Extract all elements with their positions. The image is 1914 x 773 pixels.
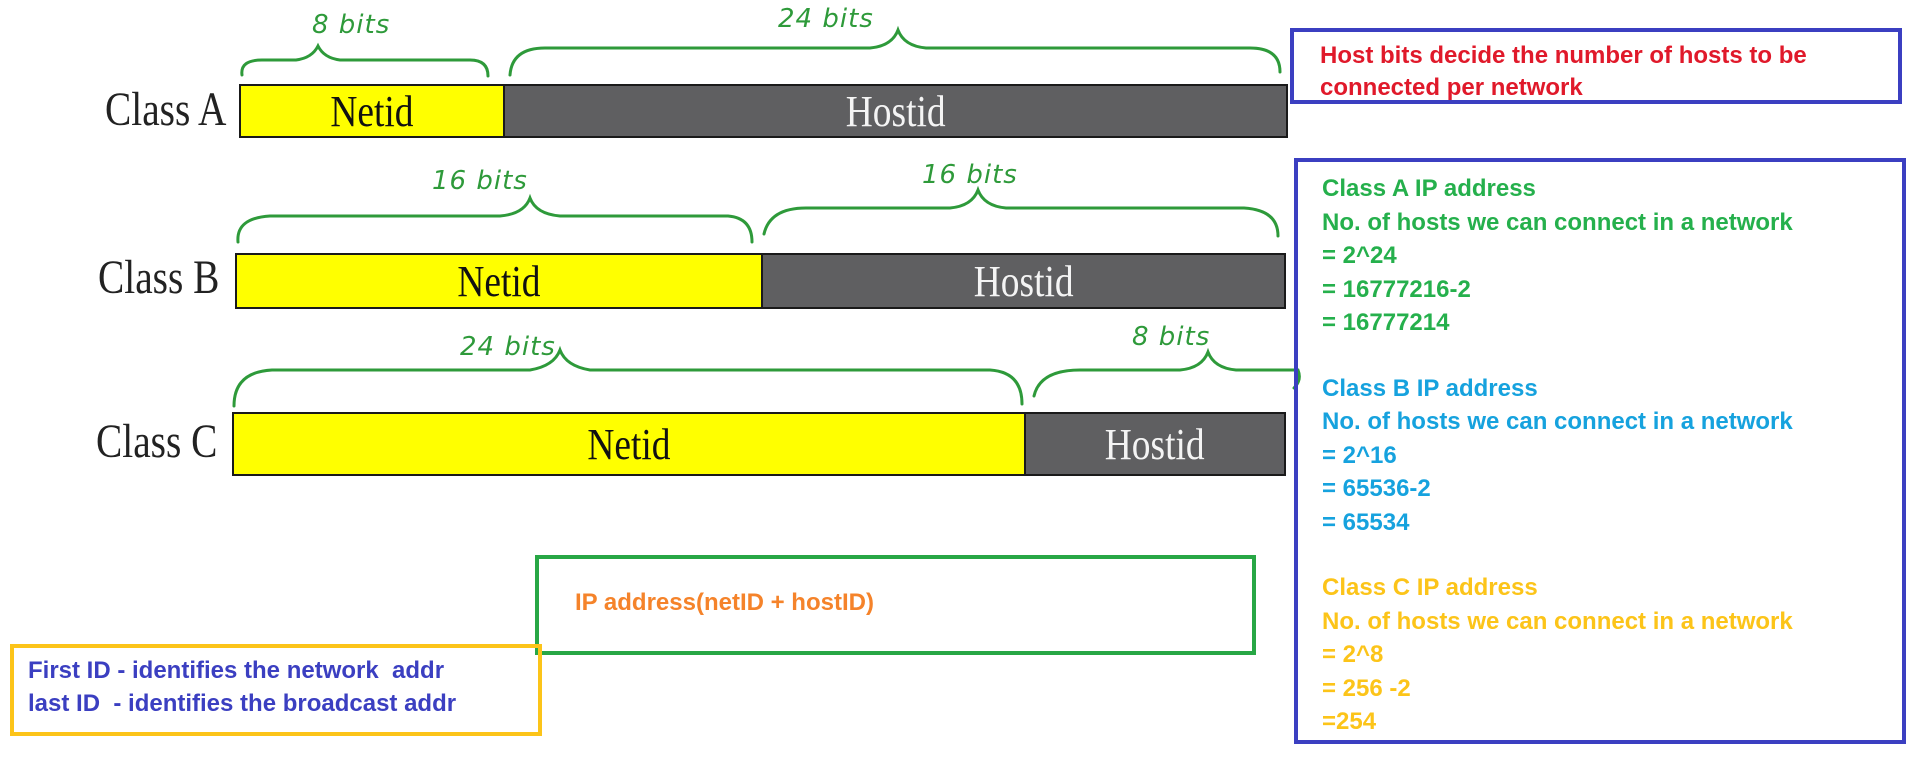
class-a-netid-segment: Netid: [241, 86, 505, 136]
class-c-netid-label: Netid: [587, 419, 671, 469]
host-count-box: Class A IP address No. of hosts we can c…: [1294, 158, 1906, 744]
count-title: Class A IP address: [1322, 175, 1536, 202]
host-bits-note: Host bits decide the number of hosts to …: [1290, 28, 1902, 104]
count-line: = 16777214: [1322, 309, 1450, 336]
class-b-netid-label: Netid: [457, 256, 541, 306]
class-c-host-bits: 8 bits: [1132, 322, 1211, 352]
class-a-netid-label: Netid: [330, 86, 414, 136]
id-notes-box: First ID - identifies the network addr l…: [10, 644, 542, 736]
class-a-hostid-label: Hostid: [845, 86, 946, 136]
class-b-hostid-segment: Hostid: [763, 255, 1284, 307]
brace-a-host: [508, 25, 1282, 77]
count-line: =254: [1322, 708, 1377, 735]
count-subtitle: No. of hosts we can connect in a network: [1322, 408, 1793, 435]
class-a-bar: Netid Hostid: [239, 84, 1288, 138]
class-a-hostid-segment: Hostid: [505, 86, 1286, 136]
brace-b-net: [236, 193, 754, 244]
class-b-hostid-label: Hostid: [973, 256, 1074, 306]
brace-b-host: [762, 185, 1280, 238]
count-line: = 65536-2: [1322, 475, 1431, 502]
class-c-bar: Netid Hostid: [232, 412, 1286, 476]
brace-a-net: [240, 42, 490, 78]
last-id-note: last ID - identifies the broadcast addr: [28, 690, 457, 717]
brace-c-net: [232, 345, 1024, 408]
class-a-label: Class A: [105, 83, 227, 136]
count-title: Class B IP address: [1322, 374, 1538, 402]
count-line: = 16777216-2: [1322, 275, 1471, 303]
class-a-net-bits: 8 bits: [312, 10, 391, 40]
class-b-net-bits: 16 bits: [432, 166, 528, 196]
class-b-label: Class B: [98, 251, 220, 304]
host-note-line: connected per network: [1320, 74, 1583, 101]
class-c-hostid-segment: Hostid: [1026, 414, 1284, 474]
count-title: Class C IP address: [1322, 574, 1538, 601]
class-b-host-bits: 16 bits: [922, 160, 1018, 190]
class-c-hostid-label: Hostid: [1105, 419, 1205, 469]
class-b-netid-segment: Netid: [237, 255, 763, 307]
class-c-count-group: Class C IP address No. of hosts we can c…: [1322, 571, 1902, 739]
count-line: = 2^16: [1322, 441, 1397, 469]
brace-c-host: [1032, 347, 1301, 398]
class-a-host-bits: 24 bits: [778, 4, 874, 34]
class-c-label: Class C: [96, 415, 218, 468]
count-line: = 65534: [1322, 508, 1410, 536]
count-subtitle: No. of hosts we can connect in a network: [1322, 208, 1793, 236]
host-note-line: Host bits decide the number of hosts to …: [1320, 42, 1807, 69]
ip-formula-box: IP address(netID + hostID): [535, 555, 1256, 655]
count-line: = 256 -2: [1322, 674, 1411, 702]
ip-formula-text: IP address(netID + hostID): [575, 589, 874, 616]
class-b-bar: Netid Hostid: [235, 253, 1286, 309]
first-id-note: First ID - identifies the network addr: [28, 657, 445, 684]
class-c-netid-segment: Netid: [234, 414, 1026, 474]
count-subtitle: No. of hosts we can connect in a network: [1322, 607, 1793, 635]
class-b-count-group: Class B IP address No. of hosts we can c…: [1322, 372, 1902, 540]
count-line: = 2^24: [1322, 242, 1397, 269]
class-c-net-bits: 24 bits: [460, 332, 556, 362]
count-line: = 2^8: [1322, 641, 1384, 668]
class-a-count-group: Class A IP address No. of hosts we can c…: [1322, 172, 1902, 340]
